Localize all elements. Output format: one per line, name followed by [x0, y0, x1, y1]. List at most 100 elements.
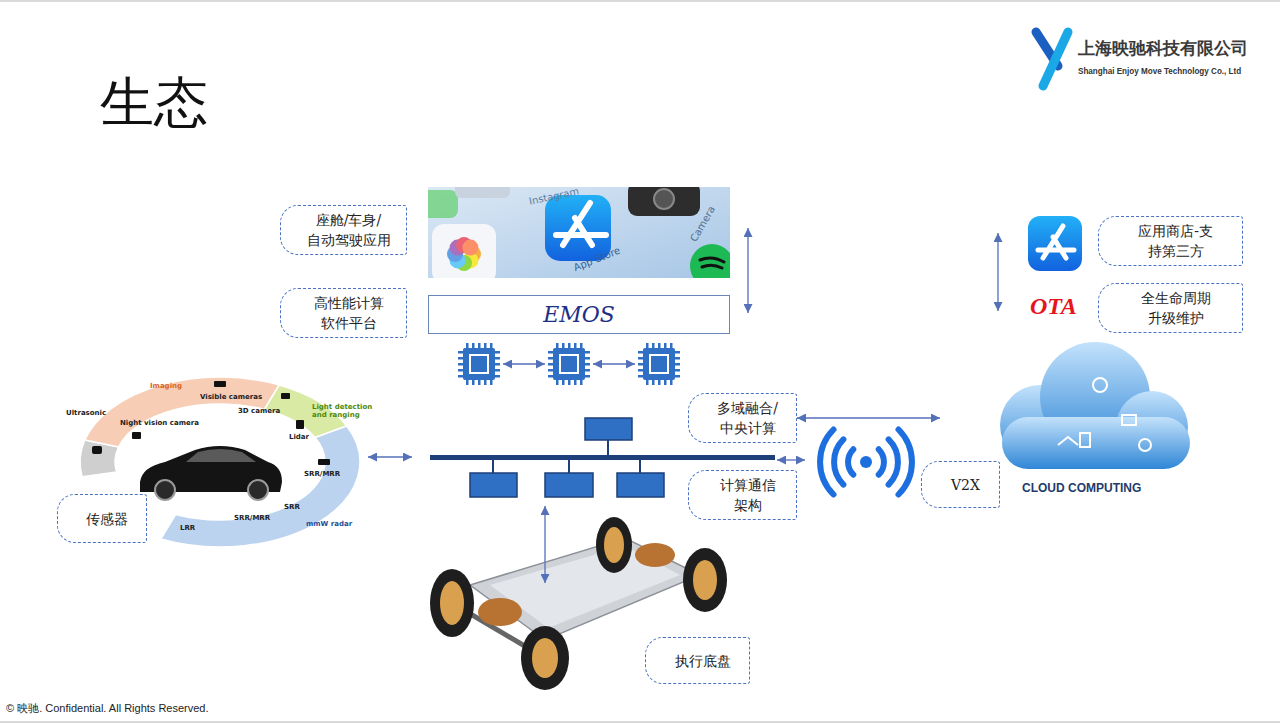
picture-label: Camera	[688, 204, 718, 244]
sensor-icons	[92, 381, 330, 465]
chassis-part	[478, 598, 522, 626]
callout-box: V2X	[921, 461, 1000, 508]
chassis-part	[532, 638, 558, 678]
app-screen-photo-part	[628, 187, 700, 216]
car-part	[186, 449, 256, 462]
app-screen-photo-part	[700, 258, 724, 268]
page-label: 上海映驰科技有限公司	[1078, 38, 1248, 58]
network-bus-part	[545, 473, 593, 497]
sensor-icons-part	[296, 420, 304, 429]
chassis-part	[683, 548, 727, 612]
plain-arrows-part	[997, 233, 998, 311]
sensor-icons-part	[132, 432, 141, 439]
chassis-part	[693, 560, 717, 600]
app-store-icon-part	[1028, 216, 1082, 271]
company-logo-part	[1043, 32, 1068, 86]
callout-box: 高性能计算 软件平台	[280, 288, 407, 338]
app-screen-photo-part-part	[462, 240, 478, 256]
picture-label: Visible cameras	[200, 393, 262, 401]
app-screen-photo-part	[455, 187, 510, 198]
car	[140, 446, 282, 500]
cloud-icon	[1080, 433, 1090, 447]
processor-chips-part	[641, 346, 678, 383]
app-screen-photo-part	[447, 237, 481, 271]
picture-label: Lidar	[289, 433, 309, 441]
car-part	[248, 480, 268, 500]
app-screen-photo-part	[690, 244, 730, 278]
cloud-icon	[1093, 378, 1107, 392]
picture-label: LRR	[180, 524, 195, 532]
network-bus-part	[585, 418, 632, 440]
sensor-icons-part	[318, 459, 330, 465]
sensor-ring	[80, 377, 360, 547]
page-title: 生态	[100, 76, 208, 130]
page-label: OTA	[1030, 292, 1077, 321]
plain-arrows-part	[593, 363, 635, 364]
chassis-part	[635, 543, 675, 567]
network-bus-part	[430, 455, 775, 460]
node-text: 计算通信 架构	[718, 475, 778, 515]
processor-chips-part	[461, 346, 498, 383]
picture-label: SRR/MRR	[234, 514, 270, 522]
cloud-icon	[1058, 437, 1078, 445]
node-text: 执行底盘	[673, 651, 733, 671]
callout-box: 多域融合/ 中央计算	[688, 393, 797, 443]
app-screen-photo-part	[654, 189, 674, 209]
cloud-shape: CLOUD COMPUTING	[940, 305, 1200, 525]
wireless-symbol-part	[820, 430, 833, 495]
picture-label: Light detection and ranging	[312, 403, 384, 420]
wireless-symbol-part	[834, 439, 843, 484]
node-text: 座舱/车身/ 自动驾驶应用	[303, 210, 395, 250]
picture-label: 3D camera	[238, 407, 280, 415]
network-bus-part	[617, 473, 664, 497]
wireless-symbol-part	[889, 439, 898, 484]
callout-box: 座舱/车身/ 自动驾驶应用	[280, 205, 407, 255]
app-screen-photo-part	[432, 224, 496, 278]
plain-arrows-part	[544, 506, 545, 583]
app-screen-photo-part	[428, 190, 458, 218]
page-label: Shanghai Enjoy Move Technology Co., Ltd	[1078, 66, 1241, 77]
top-rule	[0, 0, 1280, 2]
network-bus-part	[568, 460, 570, 473]
node-text: EMOS	[543, 301, 615, 329]
cloud-icon	[1139, 439, 1151, 451]
network-bus-part	[492, 460, 494, 473]
plain-arrows	[368, 228, 998, 583]
node-text: 多域融合/ 中央计算	[715, 398, 781, 438]
node-text: CLOUD COMPUTING	[1022, 481, 1141, 495]
platform-box: EMOS	[428, 295, 730, 334]
picture-label: App Store	[572, 245, 622, 275]
page-label: © 映驰. Confidential. All Rights Reserved.	[6, 702, 209, 715]
cloud-icon	[1122, 415, 1136, 425]
chassis-part	[596, 517, 632, 573]
picture-label: SRR	[284, 503, 300, 511]
cloud-body	[1002, 417, 1190, 469]
picture-label: Night vision camera	[120, 419, 199, 427]
wireless-symbol-part	[860, 456, 872, 468]
plain-arrows-part	[747, 228, 748, 313]
app-screen-photo	[428, 187, 730, 278]
wireless-symbol-part	[879, 449, 884, 474]
node-text: 应用商店-支 持第三方	[1136, 221, 1216, 261]
app-screen-photo-part	[556, 203, 606, 245]
cloud-icons	[1058, 378, 1151, 451]
plain-arrows-part	[368, 456, 412, 457]
wireless-symbol-part	[899, 430, 912, 495]
callout-box: 执行底盘	[645, 637, 750, 684]
sensor-icons-part	[92, 446, 102, 454]
callout-box: 全生命周期 升级维护	[1098, 283, 1243, 333]
plain-arrows-part	[503, 363, 545, 364]
picture-label: Imaging	[150, 382, 182, 390]
callout-box: 计算通信 架构	[688, 470, 797, 520]
picture-label: mmW radar	[306, 520, 352, 528]
node-text: V2X	[951, 475, 980, 495]
picture-label: Instagram	[528, 185, 580, 207]
picture-label: Ultrasonic	[66, 409, 106, 417]
wireless-symbol	[820, 430, 912, 495]
chassis-part	[521, 626, 569, 690]
chassis-part	[604, 527, 624, 563]
wireless-symbol-part	[848, 449, 853, 474]
network-bus-part	[607, 440, 609, 456]
